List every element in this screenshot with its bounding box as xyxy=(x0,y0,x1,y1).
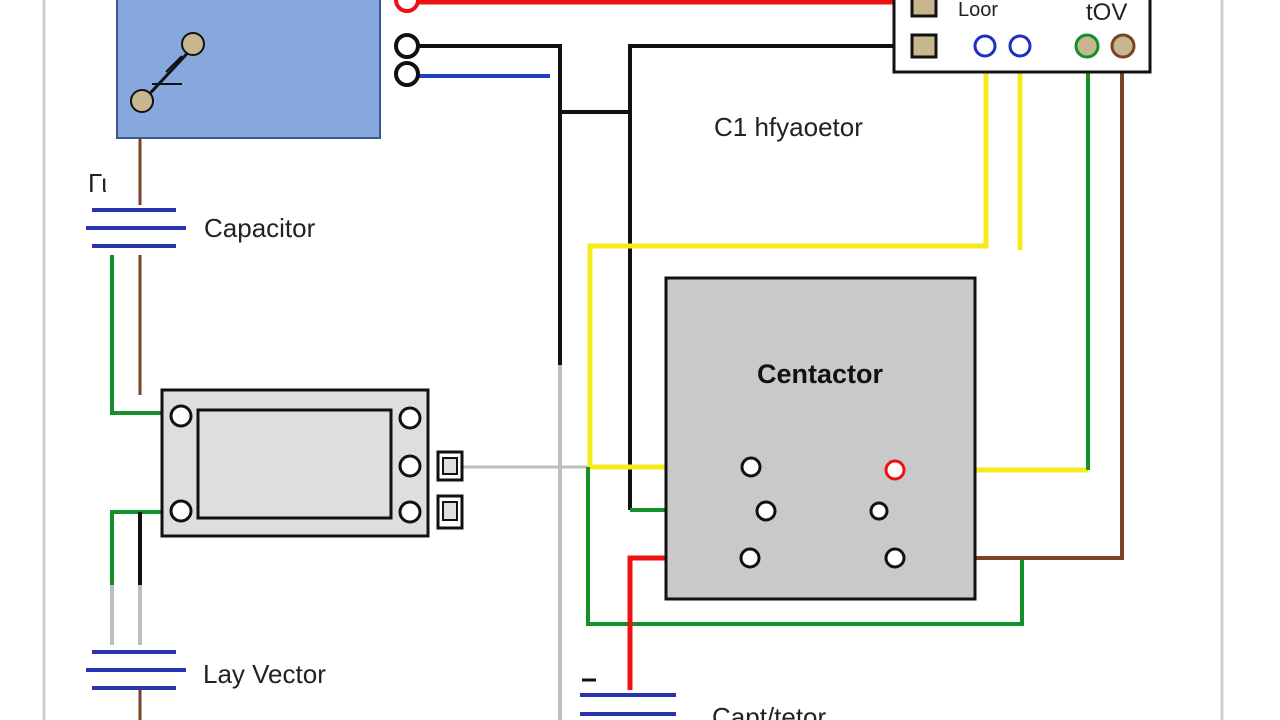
relay-terminal-right-2 xyxy=(398,454,422,478)
tb-terminal-blue-1 xyxy=(973,34,997,58)
relay-terminal-right-1 xyxy=(398,406,422,430)
relay-terminal-left-top xyxy=(169,404,193,428)
motor-terminal-red xyxy=(394,0,420,13)
tb-terminal-green xyxy=(1074,33,1100,59)
wire-green-left-upper xyxy=(110,255,172,415)
motor-terminal-2 xyxy=(394,61,420,87)
relay-side-connector-1-inner xyxy=(442,457,458,475)
contactor-box xyxy=(664,276,977,601)
contactor-label: Centactor xyxy=(757,359,884,389)
wire-green-left-lower xyxy=(110,510,172,585)
contactor-terminal-2 xyxy=(755,500,777,522)
relay-terminal-left-bottom xyxy=(169,499,193,523)
capacitor-symbol-bottom-left xyxy=(86,650,186,690)
relay-side-connector-2-inner xyxy=(442,501,458,521)
contactor-terminal-5 xyxy=(869,501,889,521)
switch-terminal-bottom xyxy=(130,89,154,113)
capacitor-symbol-top xyxy=(86,208,186,248)
motor-terminal-1 xyxy=(394,33,420,59)
wire-green-loop xyxy=(586,467,1024,626)
tb-square-terminal-2 xyxy=(910,33,938,59)
contactor-terminal-1 xyxy=(740,456,762,478)
wire-black-top xyxy=(408,44,562,365)
motor-box xyxy=(116,0,381,139)
contactor-terminal-3 xyxy=(739,547,761,569)
lay-vector-label: Lay Vector xyxy=(203,659,326,689)
tb-label-a: Loor xyxy=(958,0,998,21)
fuse-mark: Γι xyxy=(88,168,107,198)
wire-black-tb xyxy=(628,44,920,510)
switch-terminal-top xyxy=(181,32,205,56)
relay-inner-panel xyxy=(196,408,393,520)
capacitor-symbol-bottom-middle xyxy=(580,678,676,716)
wire-yellow-left xyxy=(587,48,989,470)
tb-terminal-blue-2 xyxy=(1008,34,1032,58)
c1-label: C1 hfyaoetor xyxy=(714,112,863,142)
tb-terminal-brown xyxy=(1110,33,1136,59)
tb-square-terminal-1 xyxy=(910,0,938,18)
capacitor-label: Capacitor xyxy=(204,213,316,243)
tb-label-b: tOV xyxy=(1086,0,1127,26)
relay-terminal-right-3 xyxy=(398,500,422,524)
bottom-capacitor-label: Capt/tetor xyxy=(712,702,827,720)
contactor-terminal-4 xyxy=(884,459,906,481)
contactor-terminal-6 xyxy=(884,547,906,569)
switch-symbol xyxy=(130,32,205,113)
